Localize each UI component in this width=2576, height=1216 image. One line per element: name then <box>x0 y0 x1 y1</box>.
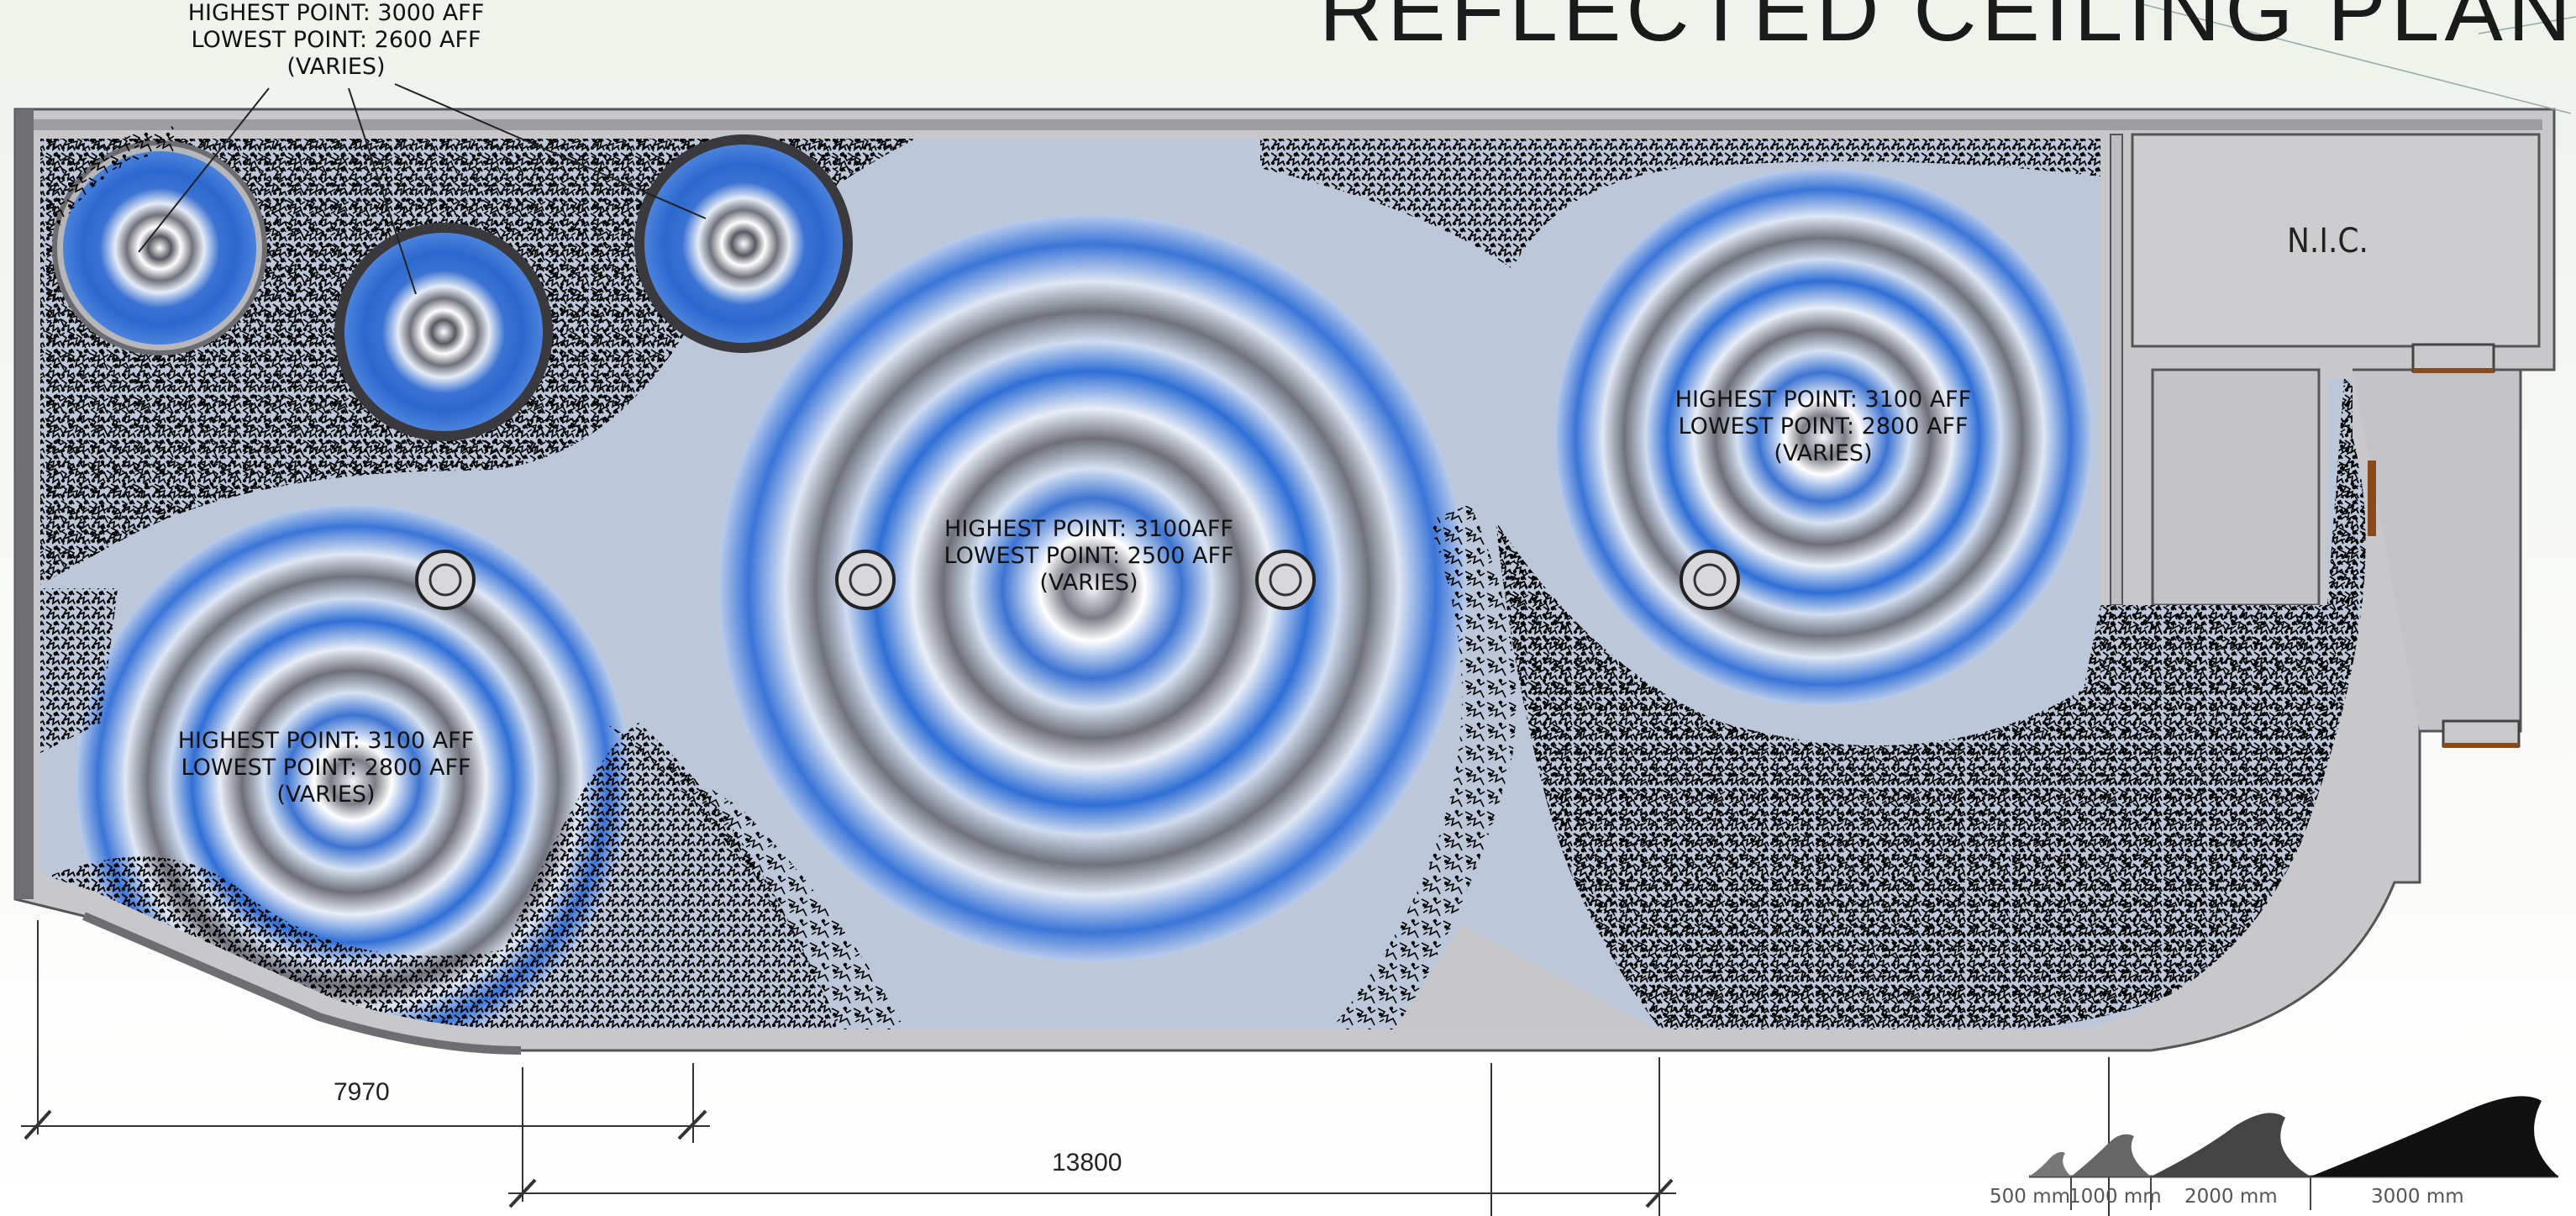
annotation-bottom-left-line3: (VARIES) <box>276 782 376 808</box>
annotation-top-left: HIGHEST POINT: 3000 AFF LOWEST POINT: 26… <box>181 0 491 81</box>
annotation-center-line1: HIGHEST POINT: 3100AFF <box>944 516 1233 542</box>
dimension-middle: 13800 <box>1052 1149 1122 1177</box>
foliage-center-right <box>1327 504 1517 1029</box>
annotation-center-line2: LOWEST POINT: 2500 AFF <box>944 543 1234 569</box>
small-dome-2 <box>344 233 543 431</box>
wave-scale-bar <box>2029 1096 2558 1210</box>
small-dome-3 <box>644 145 843 343</box>
scale-label-3000: 3000 mm <box>2371 1186 2464 1208</box>
annotation-top-left-line1: HIGHEST POINT: 3000 AFF <box>187 0 485 26</box>
annotation-center: HIGHEST POINT: 3100AFF LOWEST POINT: 250… <box>934 516 1243 597</box>
annotation-right-line3: (VARIES) <box>1774 440 1873 466</box>
light-fixture-3 <box>1255 550 1316 610</box>
ripple-dome-center <box>718 214 1466 962</box>
small-domes <box>39 126 853 441</box>
annotation-top-left-line2: LOWEST POINT: 2600 AFF <box>191 27 481 53</box>
light-fixture-2 <box>835 550 896 610</box>
scale-label-1000: 1000 mm <box>2069 1186 2162 1208</box>
construction-lines <box>2142 3 2576 114</box>
annotation-bottom-left-line2: LOWEST POINT: 2800 AFF <box>181 755 471 781</box>
annotation-bottom-left-line1: HIGHEST POINT: 3100 AFF <box>177 728 475 754</box>
leader-lines <box>138 83 707 295</box>
annotation-right: HIGHEST POINT: 3100 AFF LOWEST POINT: 28… <box>1669 387 1978 467</box>
drawing-title: REFLECTED CEILING PLAN <box>1319 0 2576 60</box>
scale-label-2000: 2000 mm <box>2184 1186 2278 1208</box>
light-fixtures <box>415 550 1740 610</box>
nic-label: N.I.C. <box>2287 222 2368 261</box>
scale-label-500: 500 mm <box>1990 1186 2071 1208</box>
annotation-right-line1: HIGHEST POINT: 3100 AFF <box>1674 387 1972 413</box>
light-fixture-4 <box>1680 550 1740 610</box>
foliage-top-center <box>1260 139 2100 269</box>
annotation-bottom-left: HIGHEST POINT: 3100 AFF LOWEST POINT: 28… <box>171 728 481 808</box>
small-dome-1 <box>63 151 256 345</box>
annotation-right-line2: LOWEST POINT: 2800 AFF <box>1678 413 1969 440</box>
dimension-left: 7970 <box>334 1078 390 1106</box>
light-fixture-1 <box>415 550 476 610</box>
nic-room <box>2110 133 2541 748</box>
annotation-top-left-line3: (VARIES) <box>287 54 386 80</box>
dimension-lines <box>21 920 2110 1216</box>
annotation-center-line3: (VARIES) <box>1039 570 1138 596</box>
